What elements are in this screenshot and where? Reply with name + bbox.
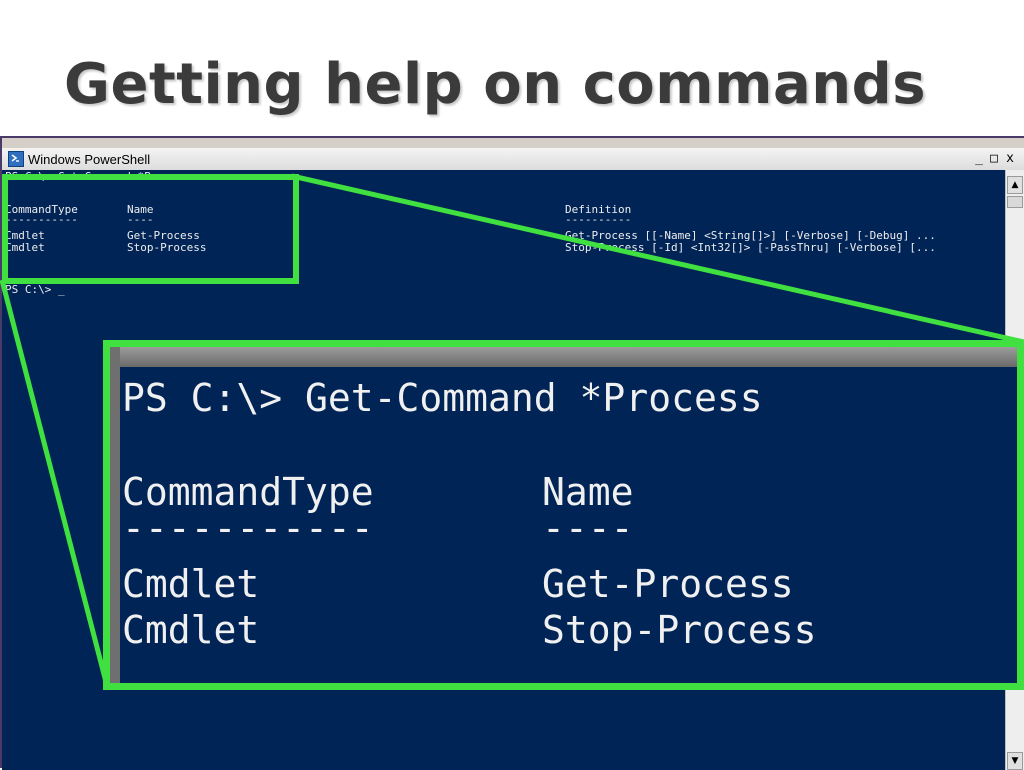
- highlight-box: [2, 174, 299, 284]
- zoom-row-2-type: Cmdlet: [122, 608, 260, 652]
- zoom-header-commandtype: CommandType: [122, 470, 374, 514]
- text-cursor: _: [57, 283, 65, 296]
- zoom-left-border: [110, 347, 120, 683]
- row-2-name: Stop-Process: [127, 241, 207, 254]
- zoom-titlebar-strip: [110, 347, 1017, 367]
- scroll-up-arrow-icon[interactable]: ▲: [1007, 176, 1023, 194]
- zoom-separator-commandtype: -----------: [122, 506, 374, 550]
- window-titlebar[interactable]: Windows PowerShell _ □ x: [2, 148, 1024, 170]
- header-commandtype: CommandType: [5, 203, 78, 216]
- slide-title: Getting help on commands: [64, 52, 927, 117]
- zoom-separator-name: ----: [542, 506, 634, 550]
- powershell-icon: [8, 151, 24, 167]
- row-1-type: Cmdlet: [5, 229, 45, 242]
- zoom-row-2-name: Stop-Process: [542, 608, 817, 652]
- row-1-name: Get-Process: [127, 229, 200, 242]
- minimize-button[interactable]: _: [975, 151, 983, 166]
- header-name: Name: [127, 203, 154, 216]
- row-2-type: Cmdlet: [5, 241, 45, 254]
- separator-name: ----: [127, 213, 154, 226]
- separator-commandtype: -----------: [5, 213, 78, 226]
- separator-definition: ----------: [565, 213, 632, 226]
- zoom-row-1-type: Cmdlet: [122, 562, 260, 606]
- zoom-command: PS C:\> Get-Command *Process: [122, 376, 763, 420]
- zoom-header-name: Name: [542, 470, 634, 514]
- prompt-line[interactable]: PS C:\> _: [5, 284, 65, 296]
- maximize-button[interactable]: □: [990, 151, 998, 166]
- close-button[interactable]: x: [1006, 151, 1014, 166]
- prompt-text: PS C:\>: [5, 283, 58, 296]
- window-title: Windows PowerShell: [28, 152, 151, 167]
- zoom-row-1-name: Get-Process: [542, 562, 794, 606]
- scroll-down-arrow-icon[interactable]: ▼: [1007, 752, 1023, 770]
- scrollbar-thumb[interactable]: [1007, 196, 1023, 208]
- row-2-definition: Stop-Process [-Id] <Int32[]> [-PassThru]…: [565, 241, 936, 254]
- zoomed-callout: PS C:\> Get-Command *Process CommandType…: [103, 340, 1024, 690]
